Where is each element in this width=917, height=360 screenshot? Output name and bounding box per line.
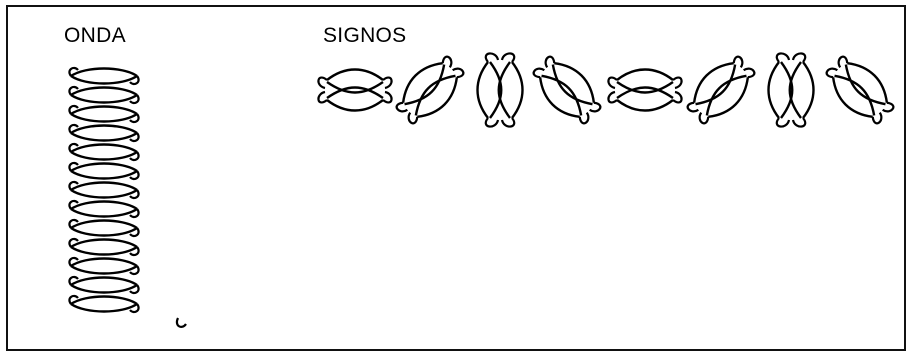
onda-stitch-column: [68, 66, 187, 328]
onda-label: ONDA: [64, 24, 126, 47]
horizontal-knot-icon: [607, 68, 683, 112]
horizontal-knot-icon: [317, 68, 393, 112]
diagonal-knot-icon: [679, 48, 763, 132]
signos-label: SIGNOS: [323, 24, 407, 47]
vertical-knot-icon: [767, 52, 815, 128]
figure-frame: [6, 5, 906, 351]
diagonal-knot-icon-reverse: [525, 48, 609, 132]
vertical-knot-icon: [476, 52, 524, 128]
diagonal-knot-icon-reverse: [818, 48, 902, 132]
diagonal-knot-icon: [388, 48, 472, 132]
signos-motif-row: [317, 48, 902, 132]
